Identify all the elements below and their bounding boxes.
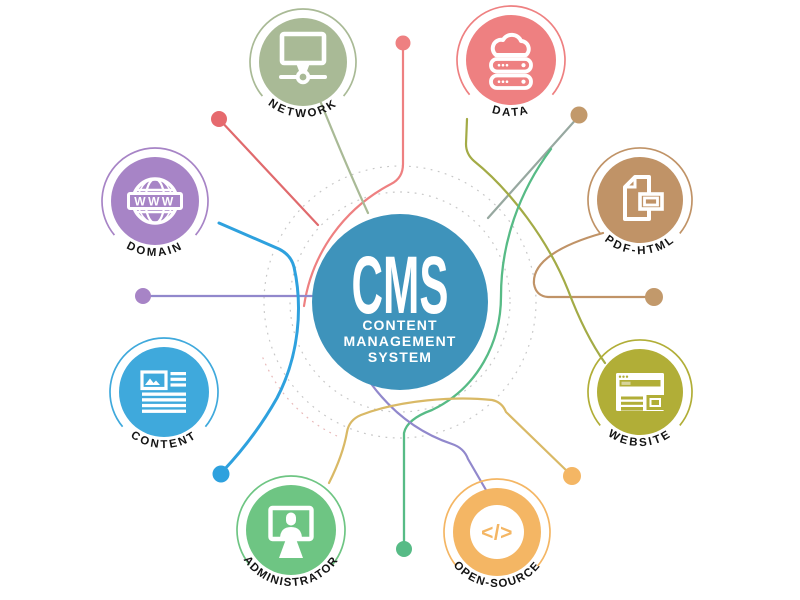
accent-dot	[395, 35, 411, 51]
connector-line-sage	[319, 101, 370, 215]
code-icon-text: </>	[481, 522, 513, 545]
connector-line-red	[217, 117, 320, 227]
dashed-orbit-inner	[289, 191, 511, 413]
cms-subtitle-line1: CONTENT	[362, 317, 437, 333]
node-circle	[119, 347, 209, 437]
node-pdf-html: PDF-HTML	[587, 147, 693, 257]
node-open-source: </>OPEN-SOURCE	[443, 478, 551, 590]
accent-dot	[570, 106, 588, 124]
node-data: DATA	[456, 5, 566, 119]
network-monitor-icon	[279, 31, 327, 85]
connector-line-gray	[486, 114, 581, 220]
node-ring	[443, 478, 551, 567]
connector-line-pink	[302, 41, 405, 308]
accent-dot	[212, 465, 230, 483]
connector-line-tan	[532, 231, 653, 299]
connector-line-khaki	[327, 397, 571, 485]
www-text: WWW	[134, 195, 175, 209]
node-ring	[249, 8, 357, 97]
admin-user-icon	[268, 505, 314, 558]
node-label-text: DATA	[491, 104, 529, 119]
connector-line-green	[402, 147, 553, 548]
node-network: NETWORK	[249, 8, 357, 120]
accent-dot	[135, 288, 151, 304]
connector-line-olive	[464, 117, 607, 365]
node-ring	[101, 147, 209, 236]
cms-title: CMS	[352, 240, 449, 331]
node-ring	[587, 147, 693, 234]
document-icon	[623, 175, 664, 221]
accent-dot	[211, 111, 227, 127]
center-circle	[312, 214, 488, 390]
cms-subtitle-line3: SYSTEM	[368, 349, 432, 365]
node-ring	[236, 475, 346, 566]
dashed-arc-pink	[260, 352, 338, 437]
node-administrator: ADMINISTRATOR	[236, 475, 346, 589]
cloud-server-icon	[489, 32, 533, 90]
globe-icon: WWW	[127, 177, 183, 225]
node-ring	[587, 339, 693, 426]
accent-dot	[645, 288, 663, 306]
node-content: CONTENT	[109, 337, 219, 451]
node-ring	[456, 5, 566, 96]
cms-subtitle-line2: MANAGEMENT	[344, 333, 457, 349]
code-icon: </>	[470, 505, 524, 559]
node-label: DATA	[491, 104, 532, 119]
node-website: WEBSITE	[587, 339, 693, 449]
browser-window-icon	[616, 373, 664, 411]
article-icon	[140, 370, 186, 413]
node-ring	[109, 337, 219, 428]
accent-dot	[396, 541, 412, 557]
dashed-orbit-outer	[263, 165, 537, 439]
connector-line-blue	[217, 221, 300, 473]
accent-dot	[563, 467, 581, 485]
